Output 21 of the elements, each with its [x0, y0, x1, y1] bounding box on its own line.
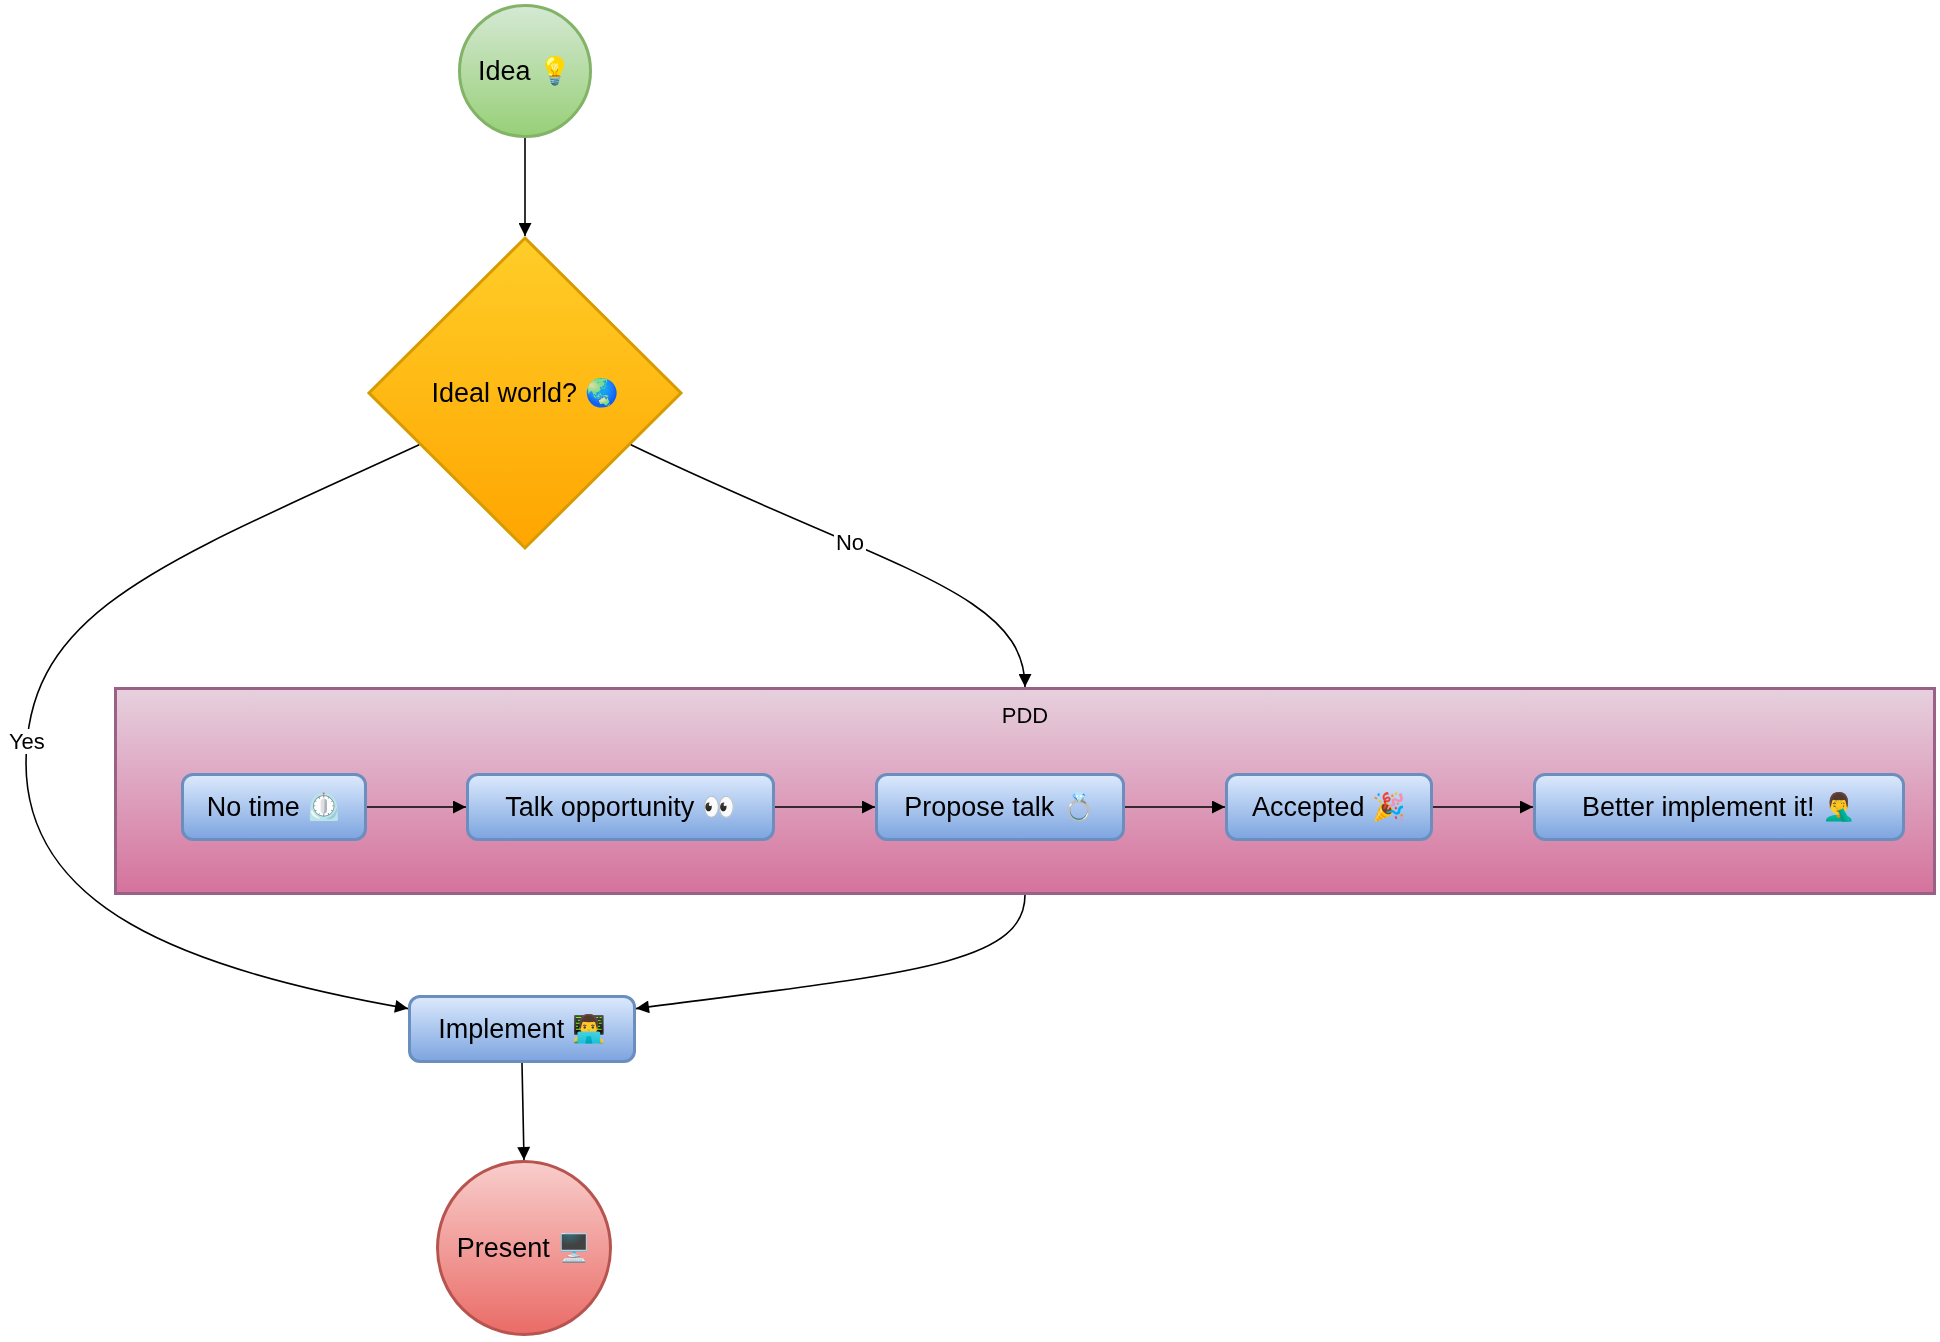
arrow: [517, 1062, 531, 1161]
arrow: [1124, 800, 1226, 814]
group-container: [114, 687, 1936, 895]
arrow: [518, 137, 532, 237]
end-circle: Present 🖥: [436, 1160, 612, 1336]
group-title: PDD: [1001, 703, 1049, 730]
process-box: Propose talk 💍: [875, 773, 1125, 841]
process-box: Accepted 🎉: [1225, 773, 1433, 841]
arrow: [366, 800, 467, 814]
arrow: [774, 800, 876, 814]
process-box: Talk opportunity 👀: [466, 773, 775, 841]
arrow: [25, 444, 420, 1013]
process-box: Better implement it! 🤦‍♂: [1533, 773, 1905, 841]
edge-label: Yes: [6, 729, 47, 755]
start-circle: Idea 💡: [458, 4, 592, 138]
arrow: [630, 444, 1030, 688]
process-box: Implement 👨‍💻: [408, 995, 636, 1063]
arrow: [1432, 800, 1534, 814]
decision-diamond: Ideal world? 🌏: [367, 236, 683, 550]
arrow: [635, 894, 1026, 1014]
process-box: No time ⏲: [181, 773, 367, 841]
